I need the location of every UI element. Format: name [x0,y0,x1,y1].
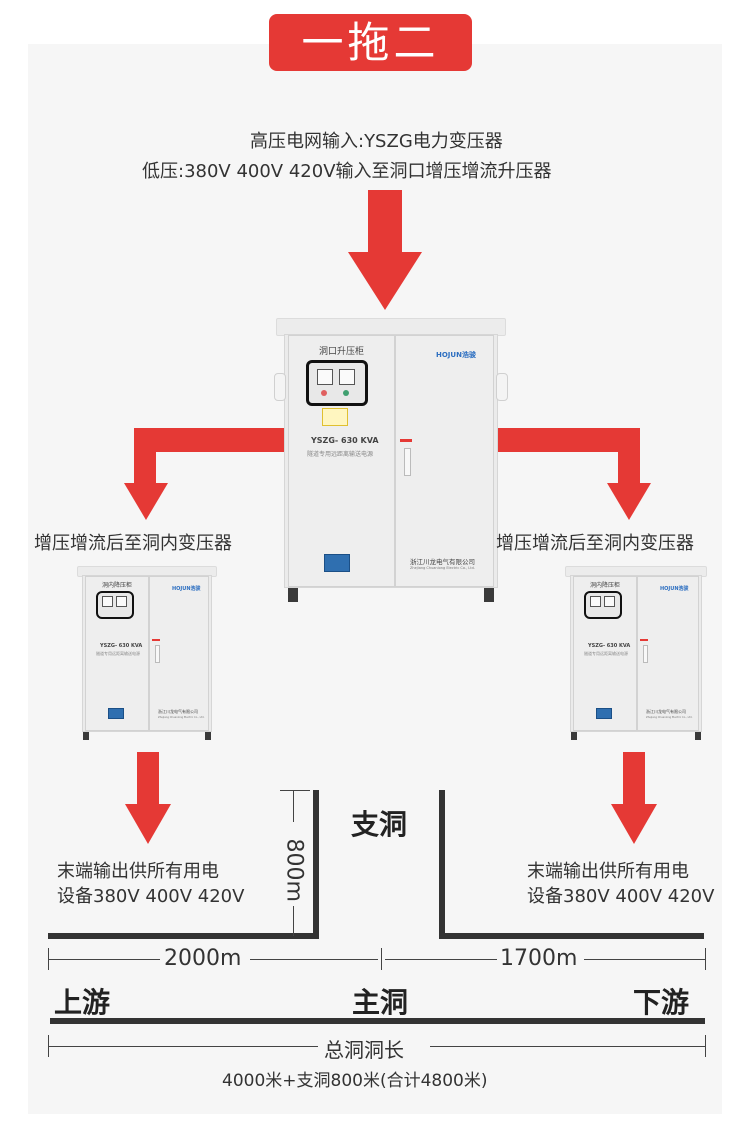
arrow-down-right-output [611,752,657,844]
dim-left-line-b [250,959,378,960]
left-cabinet-model: YSZG- 630 KVA [100,643,143,649]
tunnel-wall-bottom [50,1018,705,1024]
input-text-line1: 高压电网输入:YSZG电力变压器 [250,131,503,152]
output-right-line1: 末端输出供所有用电 [527,861,689,882]
branch-dim-tick-top [280,790,310,791]
total-dim-tick-end [705,1035,706,1057]
main-cabinet-image: 洞口升压柜 YSZG- 630 KVA 隧道专用远距离输送电源 HOJUN浩骏 … [274,318,508,610]
downstream-label: 下游 [633,986,690,1019]
output-left-line1: 末端输出供所有用电 [57,861,219,882]
branch-label-right: 增压增流后至洞内变压器 [496,533,694,554]
right-cabinet-company: 浙江川龙电气有限公司 [646,709,686,714]
main-cabinet-company-en: Zhejiang Chuanlong Electric Co., Ltd. [410,566,475,570]
branch-label-left: 增压增流后至洞内变压器 [34,533,232,554]
main-cabinet-company: 浙江川龙电气有限公司 [410,558,475,566]
left-cabinet-company: 浙江川龙电气有限公司 [158,709,198,714]
upstream-label: 上游 [54,986,111,1019]
branch-length-label: 800m [281,838,307,902]
left-cabinet-brand: HOJUN浩骏 [172,586,201,592]
total-dim-line-b [430,1046,705,1047]
arrow-branch-left [124,428,284,520]
main-cabinet-model: YSZG- 630 KVA [311,436,379,445]
dim-right-tick-end [705,948,706,970]
left-length-label: 2000m [164,946,242,971]
left-cabinet-subtitle: 隧道专用远距离输送电源 [96,651,140,656]
tunnel-wall-right-top [439,933,704,939]
total-length-text: 4000米+支洞800米(合计4800米) [222,1071,488,1091]
output-right-line2: 设备380V 400V 420V [527,886,715,907]
tunnel-wall-left-top [48,933,319,939]
arrow-down-left-output [125,752,171,844]
arrow-branch-right [492,428,651,520]
total-dim-line-a [48,1046,318,1047]
dim-left-line-a [48,959,160,960]
input-text-line2: 低压:380V 400V 420V输入至洞口增压增流升压器 [142,161,552,182]
right-cabinet-subtitle: 隧道专用远距离输送电源 [584,651,628,656]
branch-dim-line-upper [293,790,294,822]
branch-wall-right [439,790,445,939]
title-badge: 一拖二 [269,14,472,71]
output-left-line2: 设备380V 400V 420V [57,886,245,907]
dim-mid-tick [381,948,382,970]
branch-dim-line-lower [293,906,294,936]
dim-right-line-a [385,959,497,960]
left-cabinet-image: 洞内降压柜 YSZG- 630 KVA 隧道专用远距离输送电源 HOJUN浩骏 … [77,566,217,744]
arrow-down-main [348,190,422,310]
dim-right-line-b [584,959,706,960]
right-cabinet-model: YSZG- 630 KVA [588,643,631,649]
total-length-label: 总洞洞长 [324,1038,404,1062]
right-cabinet-brand: HOJUN浩骏 [660,586,689,592]
right-length-label: 1700m [500,946,578,971]
branch-wall-left [313,790,319,939]
main-tunnel-label: 主洞 [352,986,409,1019]
main-cabinet-subtitle: 隧道专用远距离输送电源 [307,451,374,458]
main-cabinet-brand: HOJUN浩骏 [436,351,476,359]
right-cabinet-company-en: Zhejiang Chuanlong Electric Co., Ltd. [646,716,693,719]
main-cabinet-label: 洞口升压柜 [319,347,365,357]
right-cabinet-label: 洞内降压柜 [590,582,621,589]
left-cabinet-company-en: Zhejiang Chuanlong Electric Co., Ltd. [158,716,205,719]
branch-tunnel-label: 支洞 [351,808,408,841]
right-cabinet-image: 洞内降压柜 YSZG- 630 KVA 隧道专用远距离输送电源 HOJUN浩骏 … [565,566,707,744]
left-cabinet-label: 洞内降压柜 [102,582,133,589]
